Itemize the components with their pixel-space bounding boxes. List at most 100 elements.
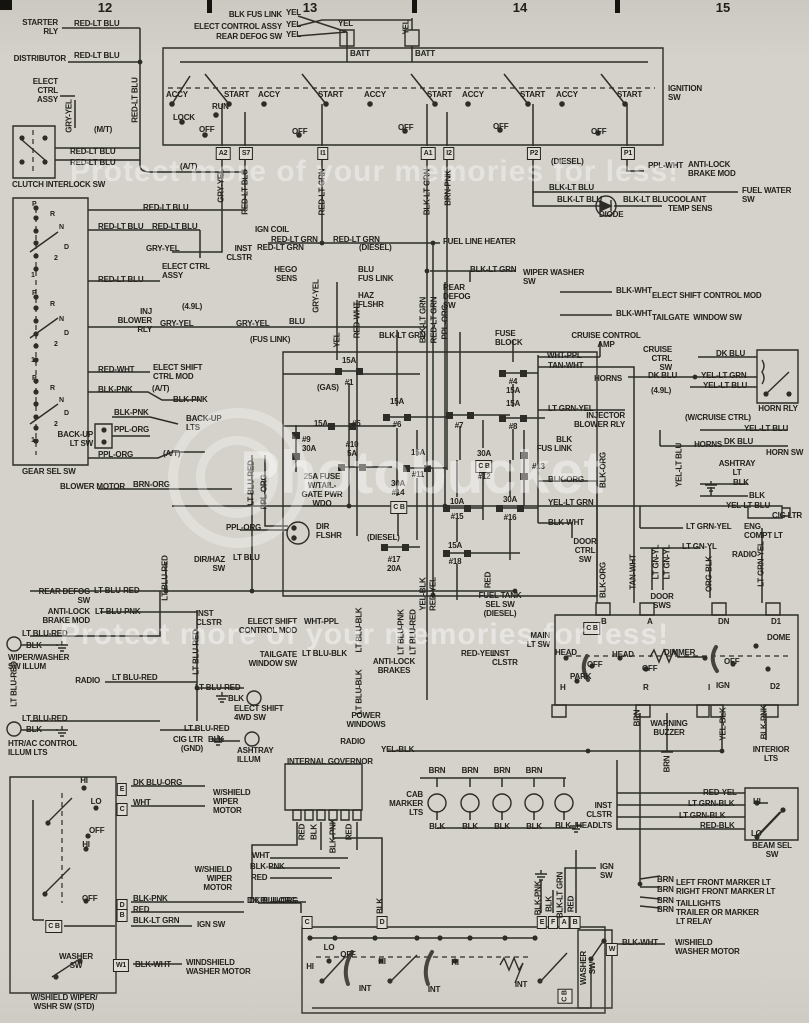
label-9-30a: #9 30A (302, 435, 317, 453)
label-yel-blk: YEL-BLK (418, 577, 428, 611)
label-15a: 15A (505, 399, 521, 408)
label-cig-ltr-gnd: CIG LTR (GND) (172, 735, 203, 753)
label-n: N (59, 224, 64, 231)
label-inst-clstr: INST CLSTR (226, 244, 252, 262)
label-elect-ctrl-assy: ELECT CTRL ASSY (32, 77, 58, 104)
label-c-b: C B (557, 988, 573, 1004)
label-r: R (643, 683, 649, 692)
label-i1: I1 (317, 147, 329, 160)
label-blk-pnk: BLK-PNK (533, 880, 543, 916)
label-blk-pnk: BLK-PNK (328, 818, 338, 854)
label-head: HEAD (555, 648, 577, 657)
label-hi: HI (82, 840, 90, 849)
label-yel: YEL (401, 19, 411, 35)
label-beam-sel-sw: BEAM SEL SW (752, 841, 792, 859)
label-gry-yel: GRY-YEL (64, 99, 74, 133)
label-red-lt-blu: RED-LT BLU (240, 169, 250, 215)
label-1: #1 (344, 378, 354, 387)
label-4-9l: (4.9L) (651, 386, 672, 395)
label-red-lt-blu: RED-LT BLU (98, 222, 144, 231)
label-b: B (601, 617, 607, 626)
label-blk-pnk: BLK-PNK (114, 408, 149, 417)
label-distributor: DISTRIBUTOR (13, 54, 67, 63)
label-radio: RADIO (75, 676, 100, 685)
label-blk-lt-blu: BLK-LT BLU (623, 195, 668, 204)
label-diesel: (DIESEL) (359, 243, 392, 252)
label-lt-blu-red: LT BLU-RED (195, 683, 241, 692)
label-anti-lock-brakes: ANTI-LOCK BRAKES (372, 657, 416, 675)
label-b: B (569, 916, 581, 929)
label-15a: 15A (447, 541, 463, 550)
label-7: #7 (454, 421, 464, 430)
label-fuse-block: FUSE BLOCK (495, 329, 523, 347)
label-30a: 30A (502, 495, 518, 504)
label-lt-gn-yl: LT GN-YL (651, 544, 661, 580)
label-org-blk: ORG-BLK (704, 556, 714, 592)
wiper-washer-illum-bulb-icon (6, 636, 22, 652)
label-yel-lt-blu: YEL-LT BLU (744, 424, 789, 433)
label-red-lt-blu: RED-LT BLU (74, 19, 120, 28)
label-cruise-control-amp: CRUISE CONTROL AMP (571, 331, 641, 349)
label-blk-pnk: BLK-PNK (759, 704, 769, 740)
label-r: R (50, 211, 55, 218)
ruler-number-12: 12 (97, 0, 113, 15)
label-blk-lt-grn: BLK-LT GRN (555, 871, 565, 919)
label-lt-grn-yel: LT GRN-YEL (756, 541, 766, 587)
label-blk: BLK (309, 824, 319, 840)
label-blk-fus-link: BLK FUS LINK (228, 10, 282, 19)
label-lt-gn-yl: LT GN-YL (662, 544, 672, 580)
label-blk-lt-blu: BLK-LT BLU (557, 195, 602, 204)
label-door-sws: DOOR SWS (650, 592, 674, 610)
label-gas: (GAS) (317, 383, 339, 392)
label-lt-blu-pnk: LT BLU-PNK (396, 609, 406, 655)
label-15a: 15A (410, 448, 426, 457)
label-brn-pnk: BRN-PNK (443, 170, 453, 206)
label-8: #8 (508, 422, 518, 431)
label-start: START (520, 90, 546, 99)
label-elect-shift-control-mod: ELECT SHIFT CONTROL MOD (238, 617, 297, 635)
label-lt-blu-red: LT BLU-RED (184, 724, 230, 733)
label-diesel: (DIESEL) (551, 157, 584, 166)
label-p: P (32, 201, 37, 208)
label-a-t: (A/T) (152, 384, 170, 393)
label-w-shield-wiper-motor: W/SHIELD WIPER MOTOR (213, 788, 251, 815)
label-fuel-line-heater: FUEL LINE HEATER (443, 237, 516, 246)
cab-marker-bulb-icon (554, 793, 574, 813)
label-ppl-org: PPL-ORG (98, 450, 134, 459)
label-red-lt-grn: RED-LT GRN (317, 168, 327, 216)
label-ign-sw: IGN SW (197, 920, 226, 929)
label-yel: YEL (286, 8, 301, 17)
label-batt: BATT (350, 49, 370, 58)
label-tan-wht: TAN-WHT (548, 361, 584, 370)
label-yel: YEL (338, 19, 353, 28)
label-lt-blu-red: LT BLU-RED (94, 586, 140, 595)
label-blk: BLK (228, 694, 244, 703)
label-off: OFF (340, 950, 356, 959)
label-6: #6 (392, 420, 402, 429)
label-gry-yel: GRY-YEL (160, 319, 194, 328)
horn-rly-internals (761, 359, 790, 395)
label-back-up-lt-sw: BACK-UP LT SW (57, 430, 94, 448)
label-accy: ACCY (556, 90, 578, 99)
label-lo: LO (90, 797, 102, 806)
label-blk: BLK (26, 725, 42, 734)
label-blk: BLK (26, 641, 42, 650)
label-wiper-washer-sw: WIPER WASHER SW (523, 268, 585, 286)
label-yel-lt-blu: YEL-LT BLU (726, 501, 771, 510)
label-yel: YEL (286, 30, 301, 39)
label-dk-blu-org: DK BLU-ORG (133, 778, 183, 787)
label-blk-lt-blu: BLK-LT BLU (549, 183, 594, 192)
label-head: HEAD (612, 650, 634, 659)
label-door-ctrl-sw: DOOR CTRL SW (573, 537, 597, 564)
label-10a: 10A (449, 497, 465, 506)
label-13: #13 (532, 462, 545, 471)
label-i2: I2 (443, 147, 455, 160)
label-anti-lock-brake-mod: ANTI-LOCK BRAKE MOD (42, 607, 90, 625)
label-wht: WHT (252, 851, 270, 860)
label-ign-coil: IGN COIL (255, 225, 289, 234)
label-ign-sw: IGN SW (600, 862, 614, 880)
label-d1: D1 (771, 617, 781, 626)
label-red-lt-blu: RED-LT BLU (143, 203, 189, 212)
label-off: OFF (642, 664, 658, 673)
